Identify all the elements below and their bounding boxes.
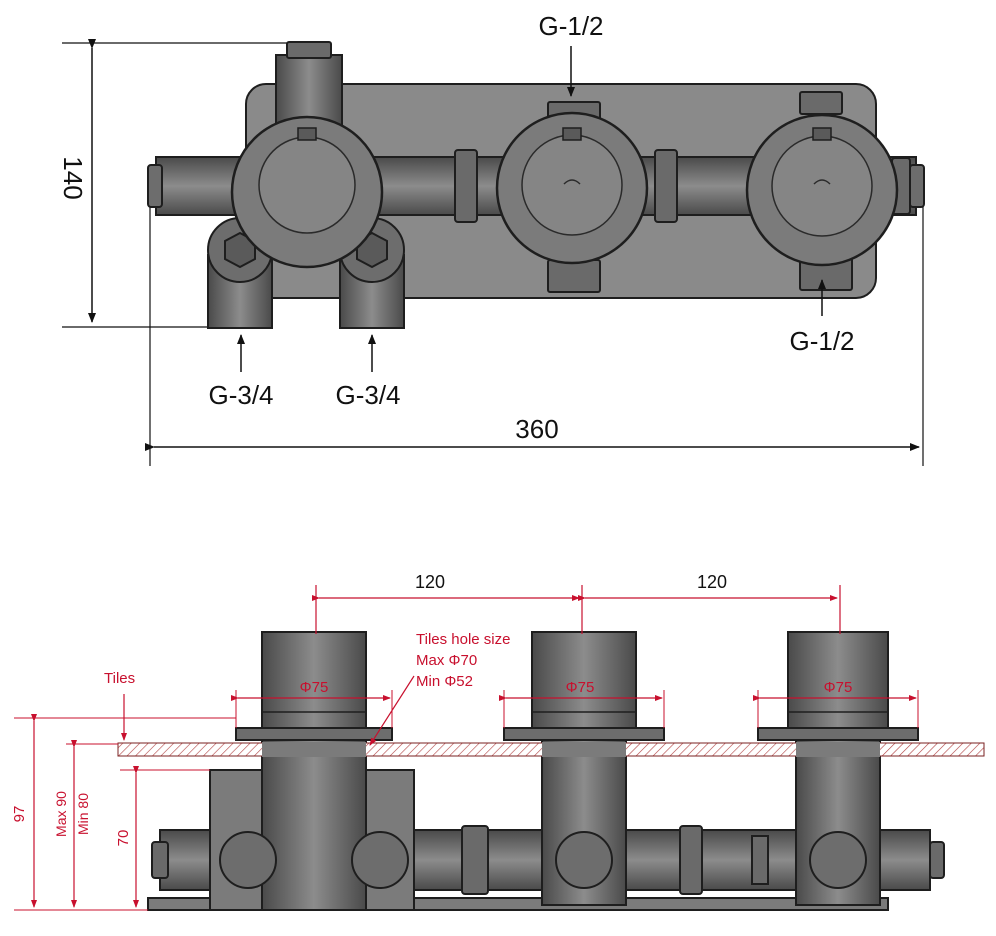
dimension-97-label: 97 [11, 806, 28, 823]
dimension-width-label: 360 [515, 414, 558, 444]
port-label-top: G-1/2 [538, 11, 603, 41]
tiles-label: Tiles [104, 670, 135, 687]
port-label-bottom-left-1: G-3/4 [208, 380, 273, 410]
tiles-hole-min: Min Φ52 [416, 673, 473, 690]
port-label-bottom-left-2: G-3/4 [335, 380, 400, 410]
dimension-70-label: 70 [115, 830, 132, 847]
dimension-max90-label: Max 90 [53, 791, 69, 837]
flange-label-3: Φ75 [824, 679, 853, 696]
tiles-hole-max: Max Φ70 [416, 652, 477, 669]
dimension-height-label: 140 [58, 156, 88, 199]
port-label-bottom-right: G-1/2 [789, 326, 854, 356]
flange-label-1: Φ75 [300, 679, 329, 696]
top-view: 140 360 [58, 11, 925, 466]
flange-label-2: Φ75 [566, 679, 595, 696]
side-view: 120 120 Φ75 Φ75 Φ75 Tiles hole size Max … [11, 572, 985, 911]
tiles-hole-title: Tiles hole size [416, 631, 510, 648]
dimension-min80-label: Min 80 [75, 793, 91, 835]
spacing-label-1: 120 [415, 572, 445, 592]
tiles-hole-leader [369, 675, 415, 746]
spacing-label-2: 120 [697, 572, 727, 592]
